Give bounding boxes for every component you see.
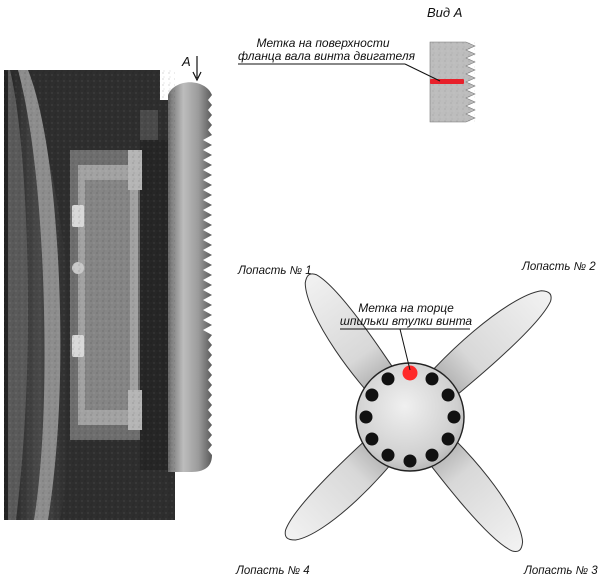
view-a-arrow	[192, 56, 202, 82]
hub-stud	[381, 448, 395, 462]
flange-mark-caption: Метка на поверхности фланца вала винта д…	[238, 36, 416, 63]
hub-stud	[381, 372, 395, 386]
view-a-title: Вид А	[427, 5, 463, 20]
hub-mark-leader	[340, 328, 470, 371]
hub-mark-caption: Метка на торце шпильки втулки винта	[336, 302, 476, 328]
flange-mark-caption-line2: фланца вала винта двигателя	[238, 49, 416, 63]
blade-1-label: Лопасть № 1	[238, 265, 312, 277]
hub-stud	[425, 372, 439, 386]
hub-stud	[441, 432, 455, 446]
propeller-hub	[355, 362, 465, 472]
hub-mark-stud	[402, 365, 418, 381]
hub-stud	[403, 454, 417, 468]
hub-stud	[441, 388, 455, 402]
hub-mark-caption-line1: Метка на торце	[358, 301, 454, 315]
flange-mark-caption-line1: Метка на поверхности	[256, 36, 390, 50]
hub-stud	[365, 432, 379, 446]
hub-stud	[447, 410, 461, 424]
arrow-a-label: A	[182, 54, 191, 69]
blade-3-label: Лопасть № 3	[524, 565, 598, 577]
blade-2-label: Лопасть № 2	[522, 261, 596, 273]
engine-flange-photo	[4, 70, 212, 520]
flange-mark-leader	[238, 63, 441, 82]
blade-4-label: Лопасть № 4	[236, 565, 310, 577]
hub-mark-caption-line2: шпильки втулки винта	[339, 314, 473, 328]
hub-stud	[425, 448, 439, 462]
hub-stud	[359, 410, 373, 424]
propeller	[284, 273, 552, 552]
hub-stud	[365, 388, 379, 402]
flange-mark	[430, 79, 464, 84]
